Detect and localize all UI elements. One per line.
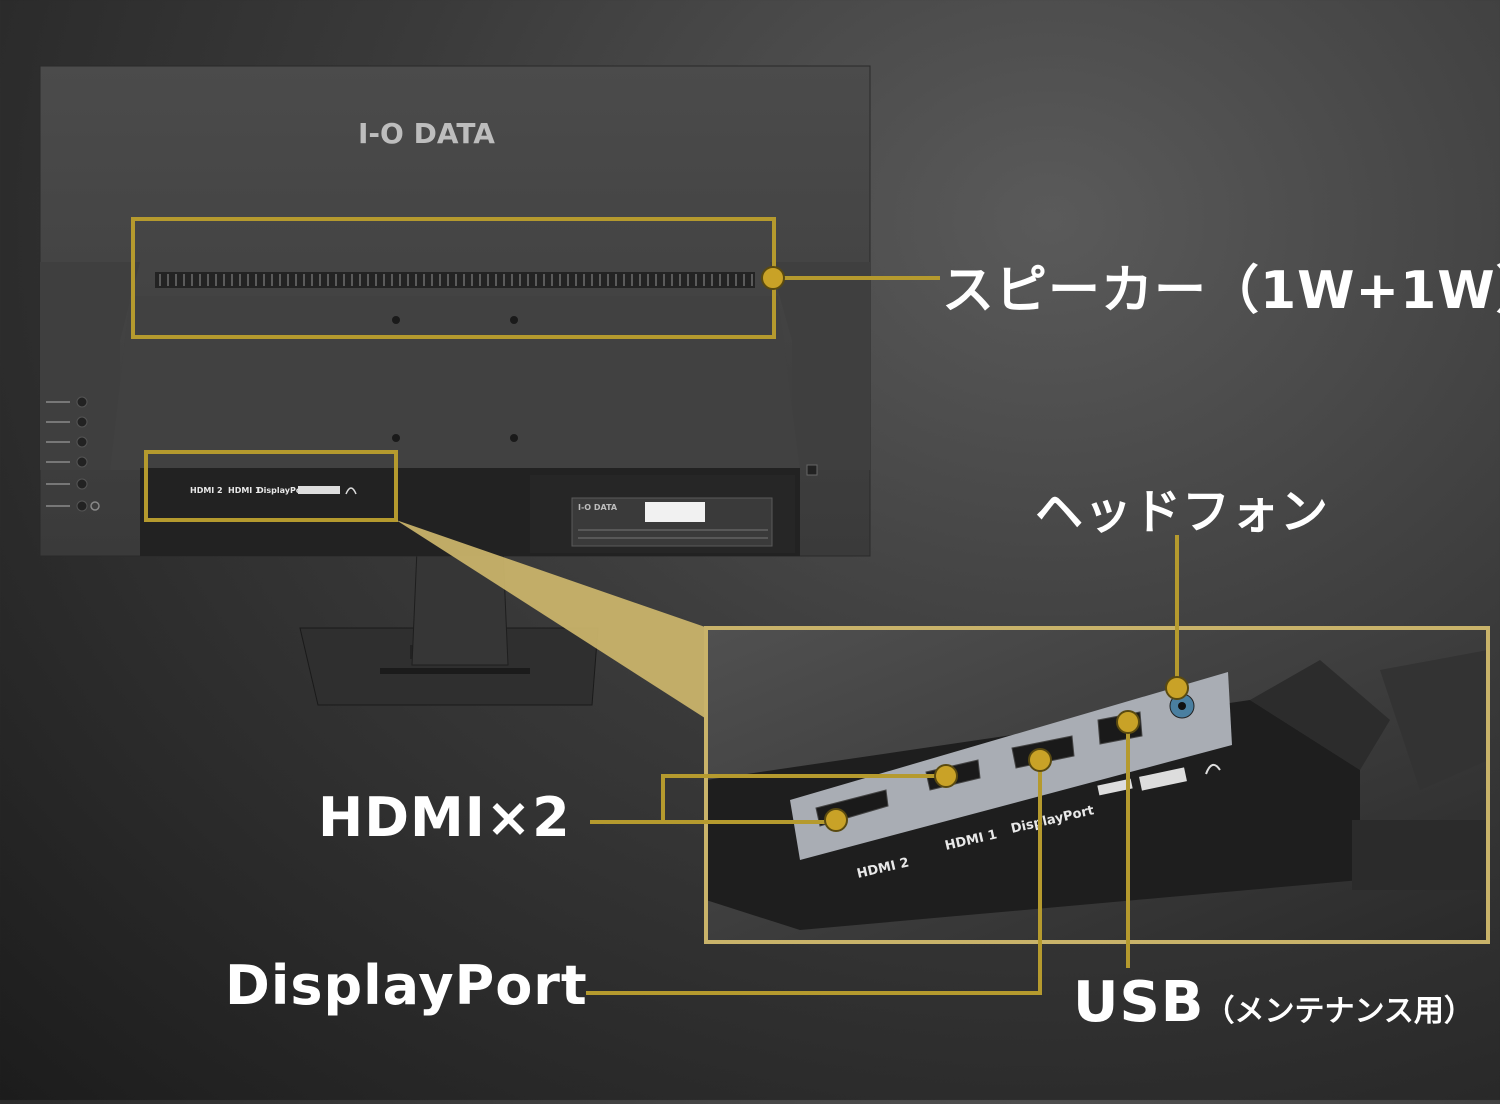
speaker-grille	[155, 272, 755, 288]
lock-slot-icon	[806, 464, 818, 476]
usb-callout: USB（メンテナンス用）	[1073, 970, 1474, 1035]
headphone-callout: ヘッドフォン	[1035, 484, 1330, 540]
label-logo: I-O DATA	[578, 503, 618, 512]
usb-callout-main: USB	[1073, 970, 1205, 1035]
rear-port-labels: HDMI 2 HDMI 1 DisplayPort	[190, 486, 357, 495]
brand-logo: I-O DATA	[358, 117, 495, 150]
zoom-inset: HDMI 2 HDMI 1 DisplayPort	[704, 626, 1490, 944]
rear-label-displayport: DisplayPort	[257, 486, 309, 495]
usb-callout-sub: （メンテナンス用）	[1204, 994, 1474, 1029]
rear-label-hdmi2: HDMI 2	[190, 486, 223, 495]
monitor-back: I-O DATA	[39, 65, 871, 557]
ports-highlight	[144, 450, 398, 522]
displayport-callout: DisplayPort	[225, 954, 588, 1017]
zoom-funnel	[396, 520, 708, 720]
leader-lines	[586, 276, 1179, 995]
hdmi-callout: HDMI×2	[318, 786, 571, 849]
rear-label-hdmi1: HDMI 1	[228, 486, 261, 495]
power-icon	[90, 501, 100, 511]
speaker-callout: スピーカー（1W+1W）	[942, 261, 1500, 321]
marker-dots	[761, 266, 1189, 832]
side-buttons	[46, 396, 88, 512]
